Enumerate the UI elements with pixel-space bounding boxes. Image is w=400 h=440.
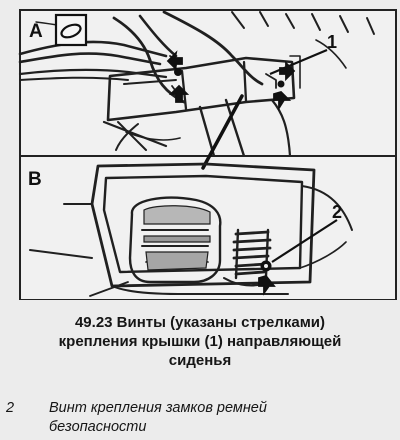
panel-b-callout-leader xyxy=(271,219,338,263)
arrow-icon xyxy=(273,90,292,112)
legend-item-text: Винт крепления замков ремней безопасност… xyxy=(49,399,379,437)
figure-caption-line: 49.23 Винты (указаны стрелками) xyxy=(74,314,326,331)
panel-a-callout-number: 1 xyxy=(327,32,337,52)
connector-line xyxy=(201,94,244,170)
technical-illustration: A 1 xyxy=(18,9,397,300)
panel-a-screw xyxy=(277,80,285,88)
legend-item-line: Винт крепления замков ремней xyxy=(49,400,267,416)
panel-a-inset xyxy=(54,13,88,47)
panel-a-screw xyxy=(174,68,182,76)
panel-a-letter: A xyxy=(29,21,43,42)
figure-caption: 49.23 Винты (указаны стрелками) креплени… xyxy=(0,313,400,370)
panel-a-drawing xyxy=(18,10,375,158)
panel-a-screw-arrows xyxy=(166,50,296,112)
legend-item-line: безопасности xyxy=(49,419,147,435)
panel-b-letter: B xyxy=(28,169,42,190)
panel-a: A 1 xyxy=(18,9,397,158)
arrow-icon xyxy=(279,60,296,82)
panel-b-bolt-center xyxy=(264,264,268,268)
panel-a-inset-frame xyxy=(54,13,88,47)
legend-item-number: 2 xyxy=(6,400,15,416)
panel-b-drawing xyxy=(29,162,353,297)
panel-b-callout-number: 2 xyxy=(332,202,342,222)
panel-a-inset-ring xyxy=(60,23,82,39)
panel-b: 2 B xyxy=(19,94,397,300)
panel-b-seat-cushion xyxy=(143,205,211,271)
arrow-icon xyxy=(166,50,183,72)
legend-list: 2 Винт крепления замков ремней безопасно… xyxy=(0,382,400,436)
figure-caption-line: сиденья xyxy=(168,352,232,369)
figure-caption-line: крепления крышки (1) направляющей xyxy=(58,333,342,350)
arrow-icon xyxy=(258,274,276,296)
arrow-icon xyxy=(168,84,190,103)
